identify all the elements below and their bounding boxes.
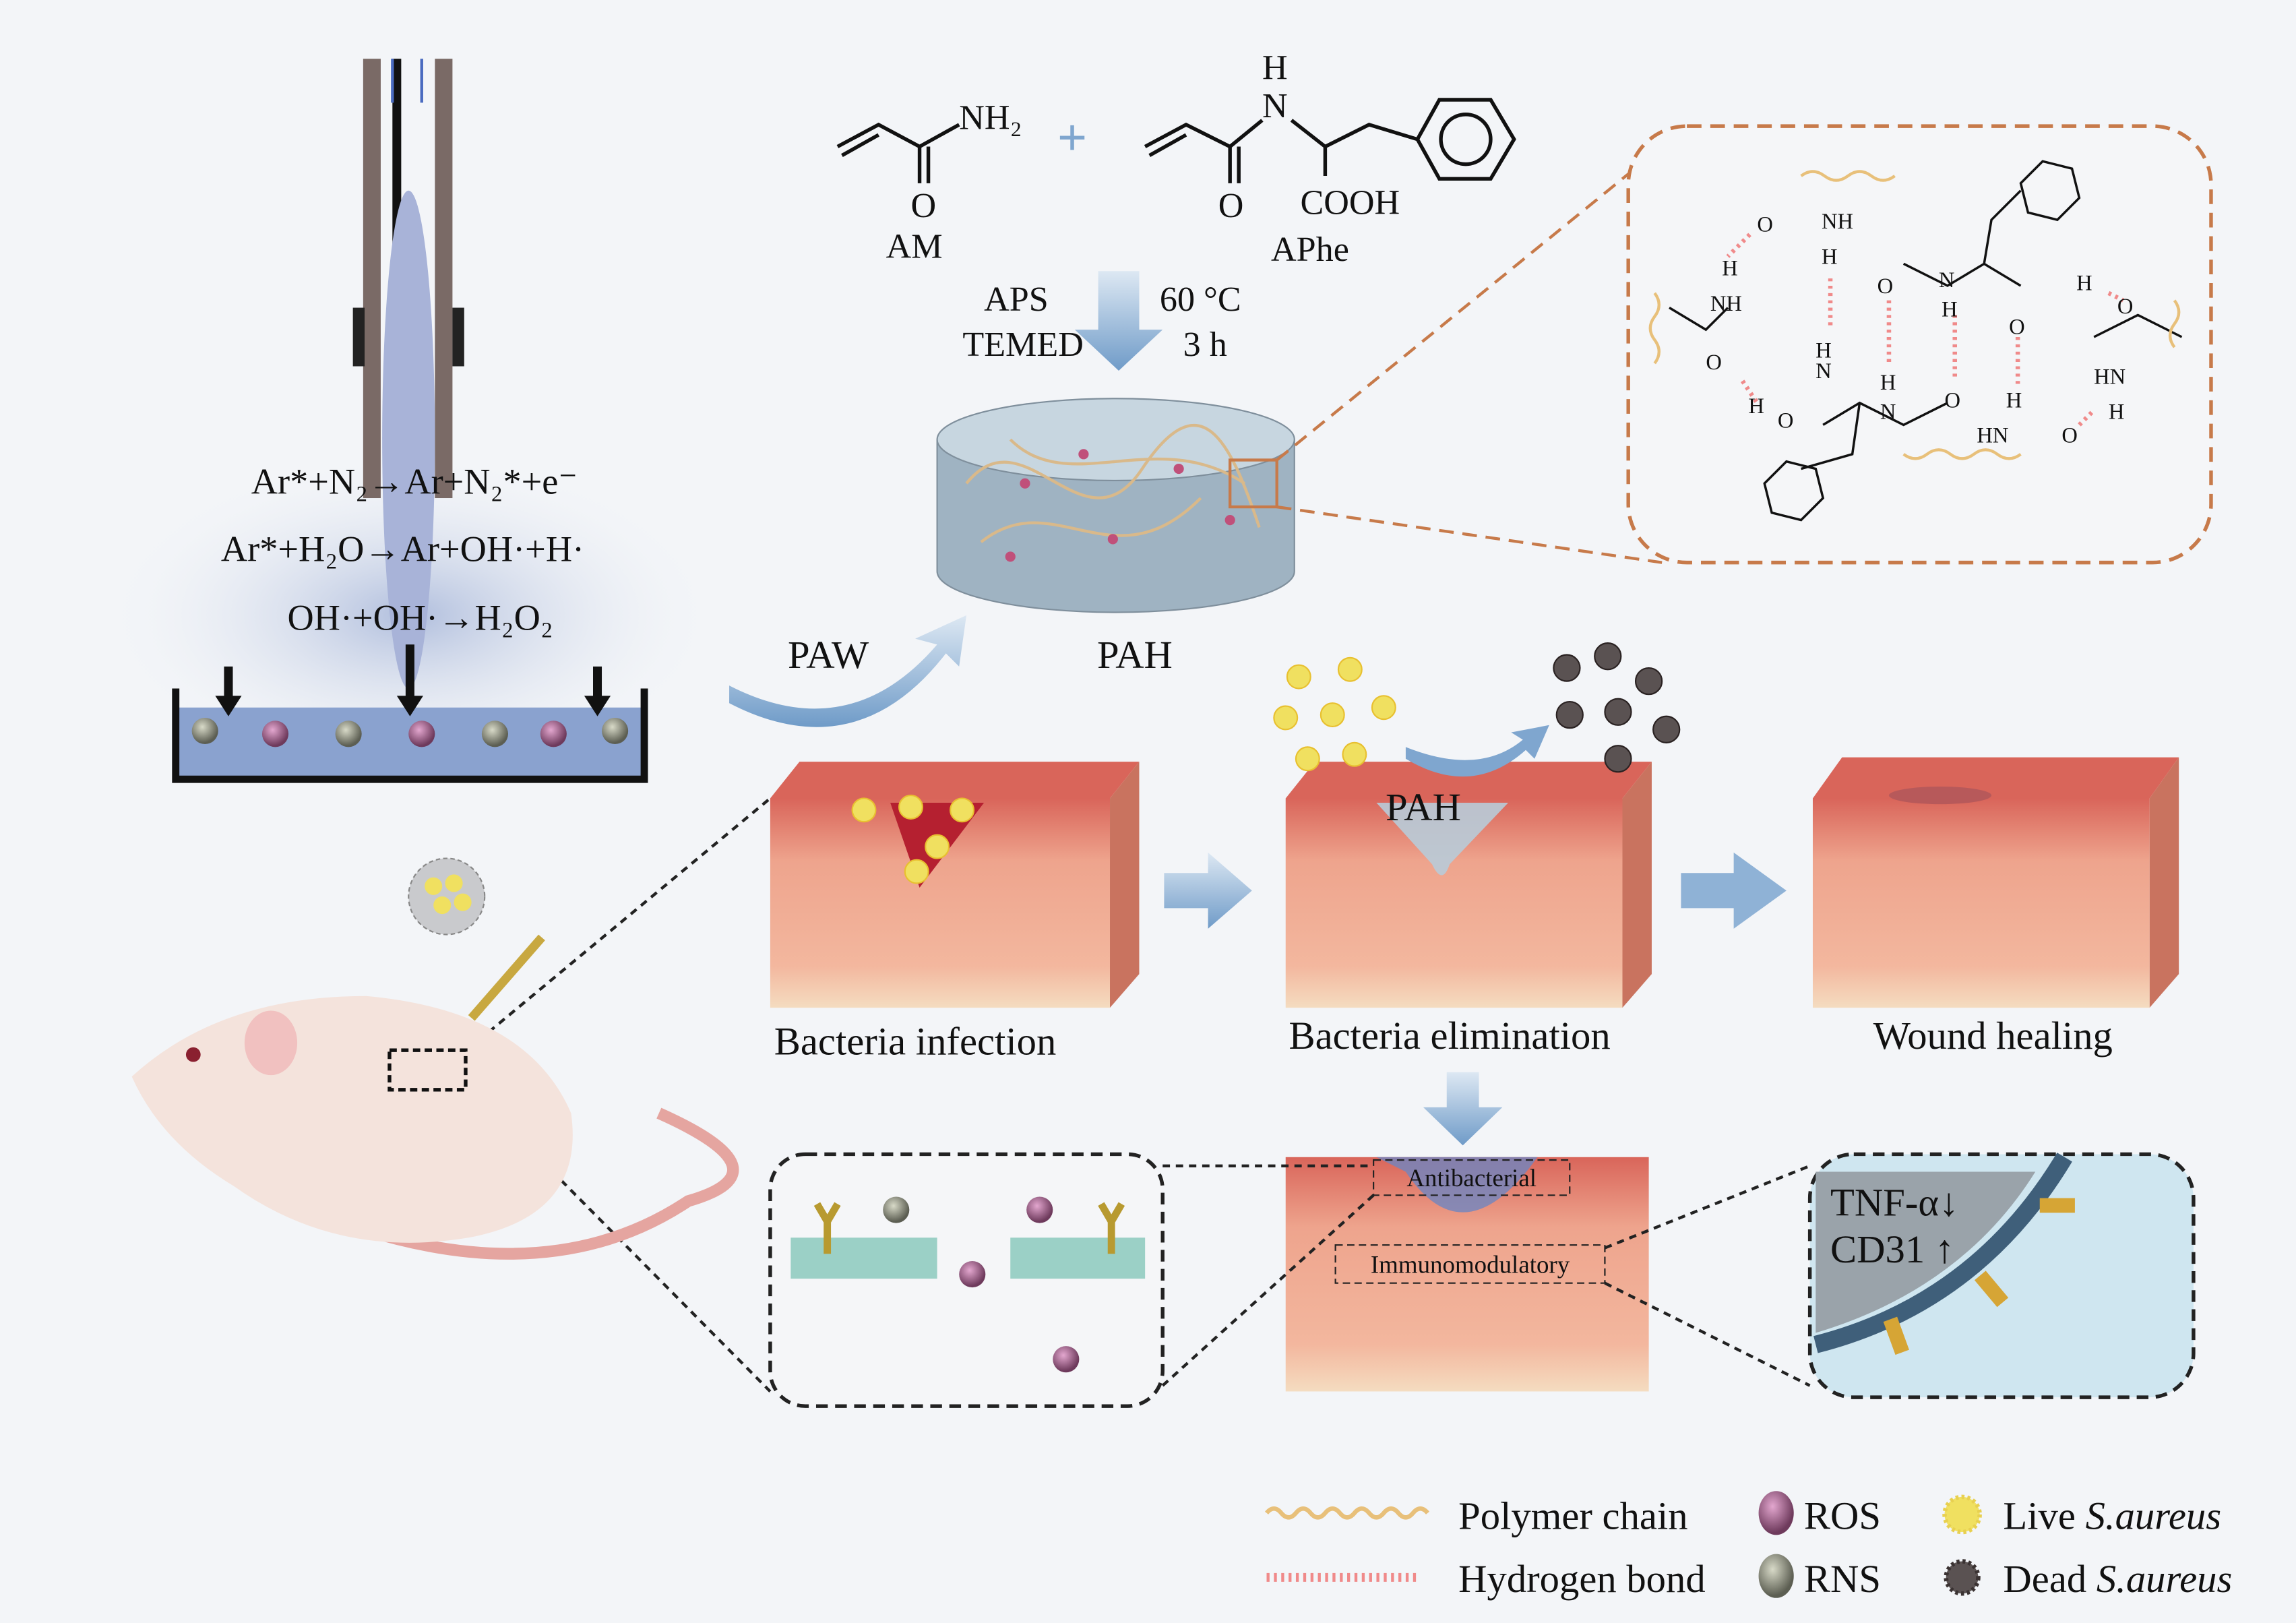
atom-label: HN [1977, 423, 2008, 448]
atom-label: H [1822, 245, 1838, 269]
am-oxygen: O [911, 187, 937, 225]
atom-label: H [1816, 338, 1832, 363]
skin-block-healing [1812, 757, 2179, 1008]
tnf-alpha-label: TNF-α↓ [1830, 1181, 1958, 1225]
plus-sign: + [1057, 109, 1088, 167]
atom-label: HN [2094, 365, 2126, 390]
atom-label: H [1748, 394, 1764, 419]
legend-ros: ROS [1804, 1494, 1881, 1538]
paw-label: PAW [788, 633, 869, 677]
atom-label: NH [1822, 210, 1853, 234]
legend-rns: RNS [1804, 1557, 1881, 1601]
dead-saureus-icon [1944, 1559, 1981, 1596]
atom-label: H [2006, 388, 2022, 412]
live-saureus-icon [1942, 1494, 1982, 1535]
atom-label: H [1942, 298, 1958, 322]
atom-label: NH [1710, 292, 1742, 316]
legend-hydrogen-bond: Hydrogen bond [1458, 1557, 1706, 1601]
bacteria-cluster [1273, 642, 1681, 777]
immunomodulatory-label: Immunomodulatory [1371, 1250, 1570, 1278]
equation-2: Ar*+H₂O→Ar+OH·+H· [221, 528, 584, 569]
pah-label: PAH [1097, 633, 1173, 677]
atom-label: H [2076, 271, 2092, 295]
equation-1: Ar*+N₂→Ar+N₂*+e⁻ [251, 461, 578, 501]
legend: Polymer chain Hydrogen bond ROS RNS Live… [1264, 1491, 2232, 1601]
atom-label: O [1706, 350, 1722, 375]
atom-label: O [1945, 388, 1961, 412]
skin-block-elimination [1285, 762, 1652, 1008]
atom-label: O [1778, 409, 1794, 433]
atom-label: N [1880, 400, 1896, 425]
am-amine: NH₂ [959, 98, 1022, 137]
skin-section-mechanism [1285, 1157, 1649, 1392]
water-dish [172, 644, 648, 783]
stage-arrow-icon [1681, 852, 1787, 929]
atom-label: O [2061, 423, 2078, 448]
mechanism-arrow-icon [1423, 1072, 1503, 1146]
stage-label-infection: Bacteria infection [774, 1020, 1057, 1064]
aphe-label: APhe [1271, 231, 1349, 269]
monomer-aphe [1144, 98, 1516, 183]
legend-dead-saureus: Dead S.aureus [2003, 1557, 2232, 1601]
atom-label: H [1722, 257, 1738, 281]
polymer-chain-icon [1264, 1506, 1430, 1520]
atom-label: N [1816, 359, 1832, 384]
atom-label: O [1757, 213, 1773, 237]
membrane-damage-inset [768, 1152, 1165, 1408]
atom-label: H [2109, 400, 2125, 425]
stage-label-elimination: Bacteria elimination [1289, 1014, 1610, 1058]
atom-label: O [2009, 315, 2025, 340]
atom-label: O [2117, 295, 2134, 319]
atom-label: N [1939, 268, 1955, 293]
reaction-time: 3 h [1183, 326, 1227, 364]
mouse-illustration [131, 857, 739, 1260]
paw-arrow-icon [729, 615, 967, 727]
ros-icon [1758, 1491, 1794, 1535]
equation-3: OH·+OH·→H₂O₂ [287, 598, 553, 638]
aphe-oxygen: O [1218, 187, 1244, 225]
wound-site-box [387, 1048, 468, 1092]
plasma-jet [102, 59, 718, 776]
legend-live-saureus: Live S.aureus [2003, 1494, 2221, 1538]
legend-polymer-chain: Polymer chain [1458, 1494, 1687, 1538]
cd31-label: CD31 ↑ [1830, 1227, 1954, 1271]
rns-icon [1758, 1554, 1794, 1598]
pah-hydrogel [936, 398, 1295, 613]
reagent-temed: TEMED [962, 326, 1084, 364]
aphe-n: N [1262, 87, 1288, 125]
vessel-inset [1807, 1152, 2196, 1399]
stage-arrow-icon [1164, 852, 1252, 929]
kill-arrow-icon [1405, 725, 1549, 777]
hydrogen-bond-inset: O NH H NH H O N H O O H O N H O H O H N … [1276, 124, 2213, 565]
reagent-aps: APS [984, 280, 1049, 319]
aphe-h: H [1262, 49, 1288, 88]
reaction-temperature: 60 °C [1160, 280, 1241, 319]
stage-label-healing: Wound healing [1873, 1014, 2113, 1058]
skin-block-infection [770, 762, 1140, 1008]
am-label: AM [886, 228, 943, 266]
pah-on-wound-label: PAH [1386, 785, 1461, 829]
monomer-am [836, 122, 960, 183]
atom-label: O [1878, 274, 1894, 299]
atom-label: H [1880, 371, 1896, 395]
antibacterial-label: Antibacterial [1406, 1164, 1537, 1192]
reaction-equations: Ar*+N₂→Ar+N₂*+e⁻ Ar*+H₂O→Ar+OH·+H· OH·+O… [221, 461, 584, 638]
polymerization-arrow-icon [1074, 271, 1163, 371]
aphe-cooh: COOH [1300, 183, 1400, 222]
syringe-icon [468, 934, 545, 1021]
